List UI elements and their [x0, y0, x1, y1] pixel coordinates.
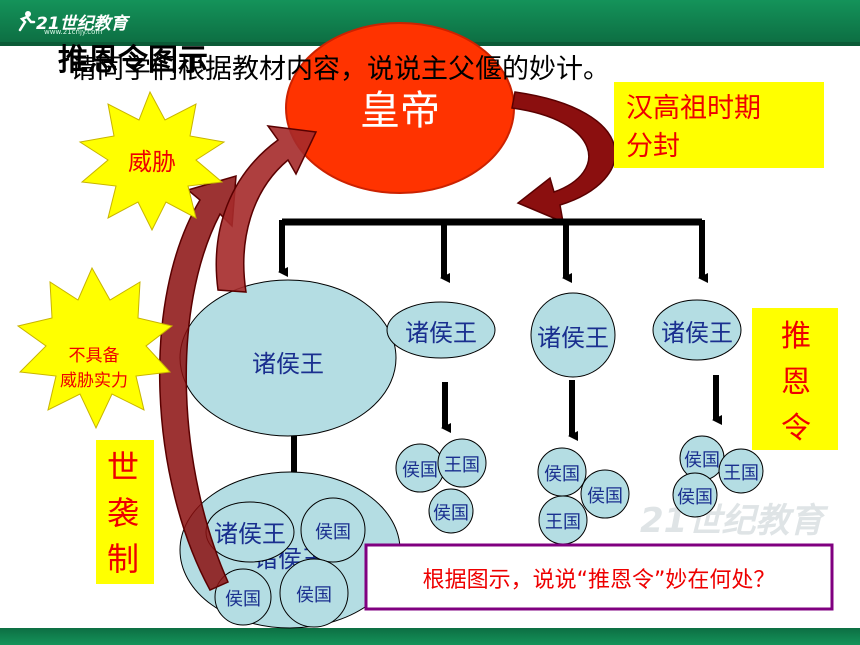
runner-icon [18, 11, 36, 32]
han-period-box [614, 82, 824, 168]
logo-url: www.21cnjy.com [44, 28, 103, 36]
threat-burst [78, 90, 226, 232]
threat-curved-arrow [215, 125, 318, 293]
group1-label-3: 侯国 [433, 503, 469, 524]
bottom-state-label-1: 侯国 [315, 522, 351, 543]
logo: 21世纪教育 [14, 8, 128, 34]
tuienling-char-2: 恩 [781, 365, 811, 400]
no-threat-line-1: 不具备 [69, 346, 120, 366]
group2-label-3: 王国 [545, 512, 581, 533]
bottom-state-3 [279, 558, 349, 628]
king-label-2: 诸侯王 [537, 324, 609, 352]
group3-label-2: 王国 [723, 463, 759, 484]
king-circle-2 [530, 292, 616, 378]
large-curved-arrow [158, 174, 237, 591]
king-circle-1 [386, 301, 496, 359]
question-text: 根据图示，说说“推恩令”妙在何处？ [423, 568, 776, 593]
group3-state-3 [672, 472, 718, 518]
bottom-state-label-2: 侯国 [225, 589, 261, 610]
footer-bar [0, 628, 860, 645]
big-king-label: 诸侯王 [252, 350, 324, 378]
bottom-state-2 [214, 568, 272, 626]
overlay-title: 推恩令图示 [58, 43, 208, 78]
watermark-text: 21世纪教育 [640, 501, 828, 541]
bottom-state-1 [300, 497, 366, 563]
hereditary-box [96, 440, 154, 584]
group3-state-2 [718, 448, 764, 494]
han-period-line-2: 分封 [626, 131, 680, 162]
bottom-king-label: 诸侯王 [214, 520, 286, 548]
group1-state-3 [428, 488, 474, 534]
no-threat-burst [16, 266, 174, 430]
king-circle-3 [652, 299, 742, 361]
group2-label-2: 侯国 [587, 486, 623, 507]
bottom-state-label-3: 侯国 [296, 585, 332, 606]
group1-state-2 [437, 438, 487, 488]
king-label-3: 诸侯王 [661, 319, 733, 347]
group2-state-2 [580, 469, 630, 519]
hereditary-char-3: 制 [107, 540, 139, 578]
group3-label-1: 侯国 [684, 450, 720, 471]
emperor-curved-arrow [511, 91, 616, 224]
threat-label: 威胁 [128, 148, 176, 176]
question-box [364, 543, 834, 611]
group2-label-1: 侯国 [544, 464, 580, 485]
tuienling-char-3: 令 [781, 411, 811, 446]
tuienling-box [752, 308, 838, 450]
group1-label-1: 侯国 [402, 460, 438, 481]
logo-text: 21世纪教育 [36, 13, 128, 34]
no-threat-line-2: 威胁实力 [60, 371, 128, 391]
king-label-1: 诸侯王 [405, 319, 477, 347]
han-period-line-1: 汉高祖时期 [626, 93, 761, 124]
instruction-text: 请同学们根据教材内容，说说主父偃的妙计。 [70, 54, 610, 85]
hereditary-char-1: 世 [107, 448, 139, 486]
group3-label-3: 侯国 [677, 487, 713, 508]
emperor-label: 皇帝 [360, 88, 440, 134]
group1-label-2: 王国 [444, 455, 480, 476]
tuienling-char-1: 推 [781, 319, 811, 354]
hereditary-char-2: 袭 [107, 494, 139, 532]
